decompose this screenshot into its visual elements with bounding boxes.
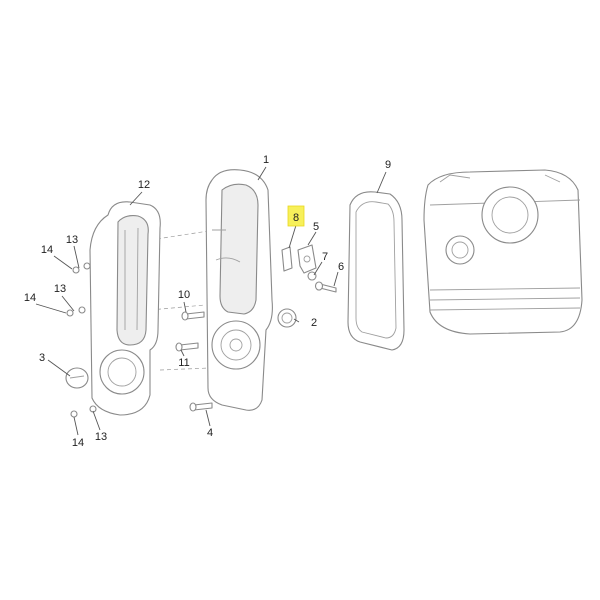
callout-11: 11	[178, 357, 189, 369]
callout-6: 6	[338, 261, 344, 273]
callout-2: 2	[311, 317, 317, 329]
part-11-bolt[interactable]	[175, 342, 199, 352]
part-3-cap[interactable]	[65, 367, 89, 389]
callout-12: 12	[138, 179, 150, 191]
callout-labels: 1 2 3 4 5 6 7 8 9 10 11 12 13 13 13 14 1…	[24, 154, 391, 449]
part-2-seal[interactable]	[277, 308, 297, 328]
part-9-gasket[interactable]	[347, 191, 405, 351]
callout-13-top: 13	[66, 234, 78, 246]
part-13-14-screws[interactable]	[66, 262, 97, 418]
part-8-plate[interactable]	[281, 246, 293, 272]
part-6-bolt[interactable]	[314, 281, 337, 293]
callout-7: 7	[322, 251, 328, 263]
highlight-box	[287, 205, 305, 227]
callout-5: 5	[313, 221, 319, 233]
callout-10: 10	[178, 289, 190, 301]
part-4-bolt[interactable]	[189, 402, 213, 412]
callout-14-top: 14	[41, 244, 53, 256]
part-12-outer-cover[interactable]	[89, 201, 161, 416]
callout-13-middle: 13	[54, 283, 66, 295]
leader-lines	[35, 166, 387, 436]
callout-9: 9	[385, 159, 391, 171]
callout-13-bottom: 13	[95, 431, 107, 443]
part-7-washer[interactable]	[307, 271, 317, 281]
callout-8: 8	[293, 212, 299, 224]
callout-3: 3	[39, 352, 45, 364]
callout-14-bottom: 14	[72, 437, 84, 449]
part-1-inner-case[interactable]	[205, 169, 273, 411]
part-5-bracket[interactable]	[297, 244, 317, 274]
callout-1: 1	[263, 154, 269, 166]
callout-4: 4	[207, 427, 213, 439]
assembly-guide-lines	[149, 229, 216, 371]
part-10-bolt[interactable]	[181, 311, 205, 321]
crankcase	[423, 169, 583, 335]
callout-14-middle: 14	[24, 292, 36, 304]
